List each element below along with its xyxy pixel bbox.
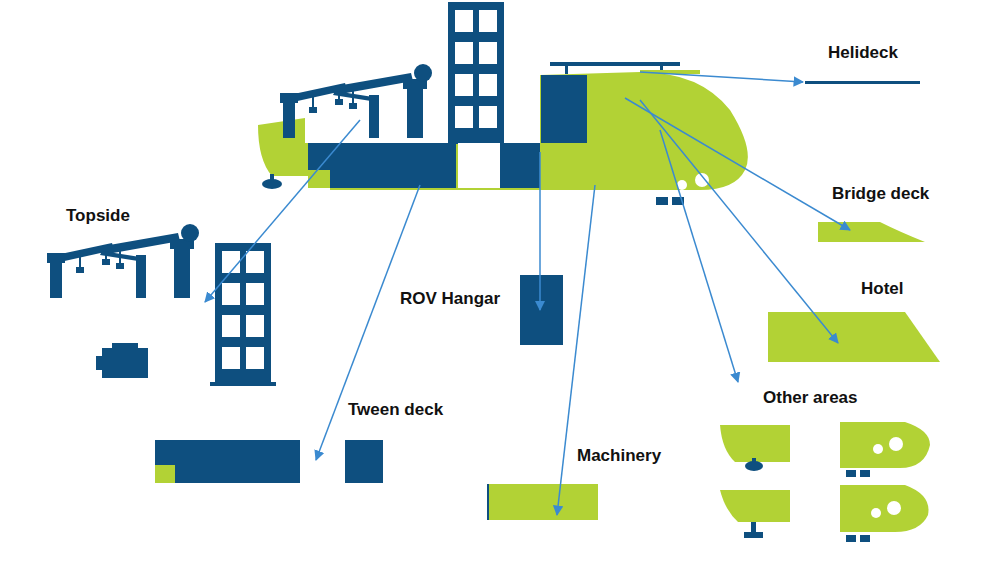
part-label: Hotel xyxy=(861,279,904,299)
part-label: Topside xyxy=(66,206,130,226)
part-label: Machinery xyxy=(577,446,661,466)
part-label: Bridge deck xyxy=(832,184,929,204)
part-label: Tween deck xyxy=(348,400,443,420)
part-label: ROV Hangar xyxy=(400,289,500,309)
part-label: Other areas xyxy=(763,388,858,408)
part-label: Helideck xyxy=(828,43,898,63)
